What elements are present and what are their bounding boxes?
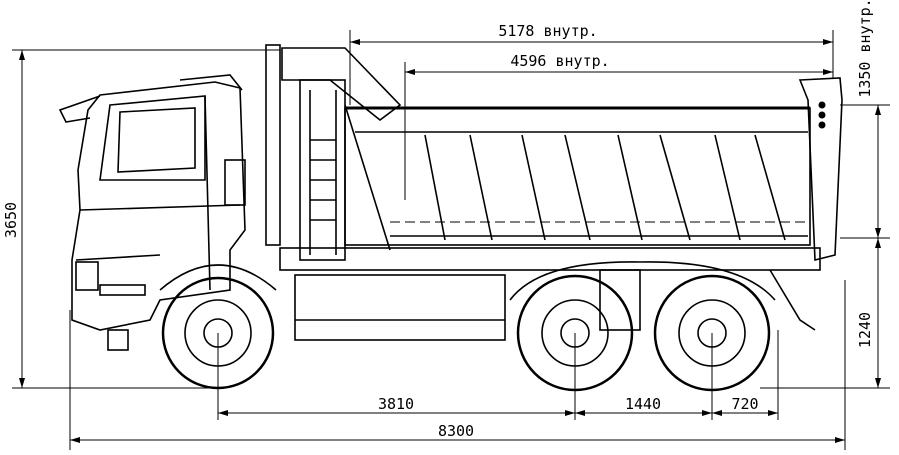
dim-loading-height: 1240	[856, 312, 874, 348]
dim-overall-length: 8300	[438, 422, 474, 440]
body-front-structure	[265, 44, 402, 261]
rear-fender	[509, 261, 776, 301]
dump-body	[344, 77, 843, 262]
rear-wheel-1	[516, 274, 634, 392]
front-wheel	[159, 264, 277, 390]
dim-rear-overhang: 720	[731, 395, 758, 413]
dim-overall-height: 3650	[2, 202, 20, 238]
dimension-lines	[12, 30, 890, 450]
dim-body-length-inner-top: 4596 внутр.	[510, 52, 609, 70]
dim-body-length-inner: 5178 внутр.	[498, 22, 597, 40]
dim-wheelbase-front: 3810	[378, 395, 414, 413]
cab	[58, 74, 246, 331]
rear-wheel-2	[653, 274, 771, 392]
chassis	[107, 247, 821, 351]
dim-wheelbase-rear: 1440	[625, 395, 661, 413]
dim-body-height-inner: 1350 внутр.	[856, 0, 874, 98]
